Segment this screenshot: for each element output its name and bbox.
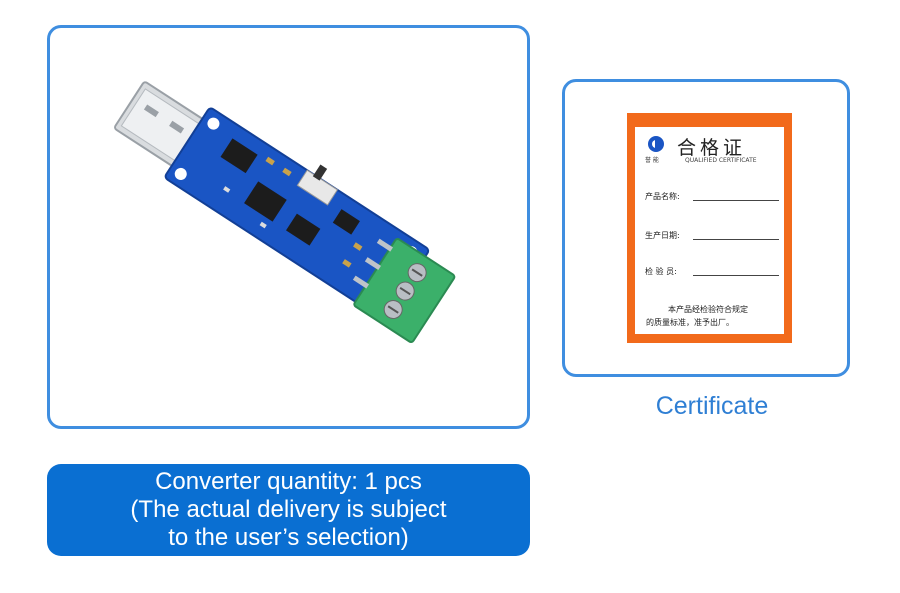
- certificate-subtitle: QUALIFIED CERTIFICATE: [685, 157, 757, 164]
- certificate-card: 誉 能 合格证 QUALIFIED CERTIFICATE 产品名称: 生产日期…: [627, 113, 792, 343]
- usb-converter-board-image: [114, 81, 456, 343]
- field-product-name-label: 产品名称:: [645, 192, 680, 201]
- brand-logo-icon: [648, 136, 664, 152]
- brand-logo-text: 誉 能: [645, 157, 659, 164]
- certificate-note: 本产品经检验符合规定 的质量标准，准予出厂。: [646, 303, 780, 329]
- certificate-caption: Certificate: [655, 392, 769, 420]
- certificate-title: 合格证: [677, 137, 747, 159]
- field-product-name-line: [693, 200, 779, 201]
- banner-line1: Converter quantity: 1 pcs: [155, 468, 422, 495]
- banner-line3: to the user’s selection): [168, 524, 409, 551]
- field-production-date-line: [693, 239, 779, 240]
- certificate-note-line1: 本产品经检验符合规定: [668, 305, 748, 314]
- banner-line2: (The actual delivery is subject: [130, 496, 447, 523]
- field-inspector-line: [693, 275, 779, 276]
- certificate-note-line2: 的质量标准，准予出厂。: [646, 318, 734, 327]
- field-production-date-label: 生产日期:: [645, 231, 680, 240]
- product-image-frame: [47, 25, 530, 429]
- field-inspector-label: 检 验 员:: [645, 267, 677, 276]
- quantity-banner: Converter quantity: 1 pcs (The actual de…: [47, 464, 530, 556]
- certificate-inner: 誉 能 合格证 QUALIFIED CERTIFICATE 产品名称: 生产日期…: [635, 127, 784, 334]
